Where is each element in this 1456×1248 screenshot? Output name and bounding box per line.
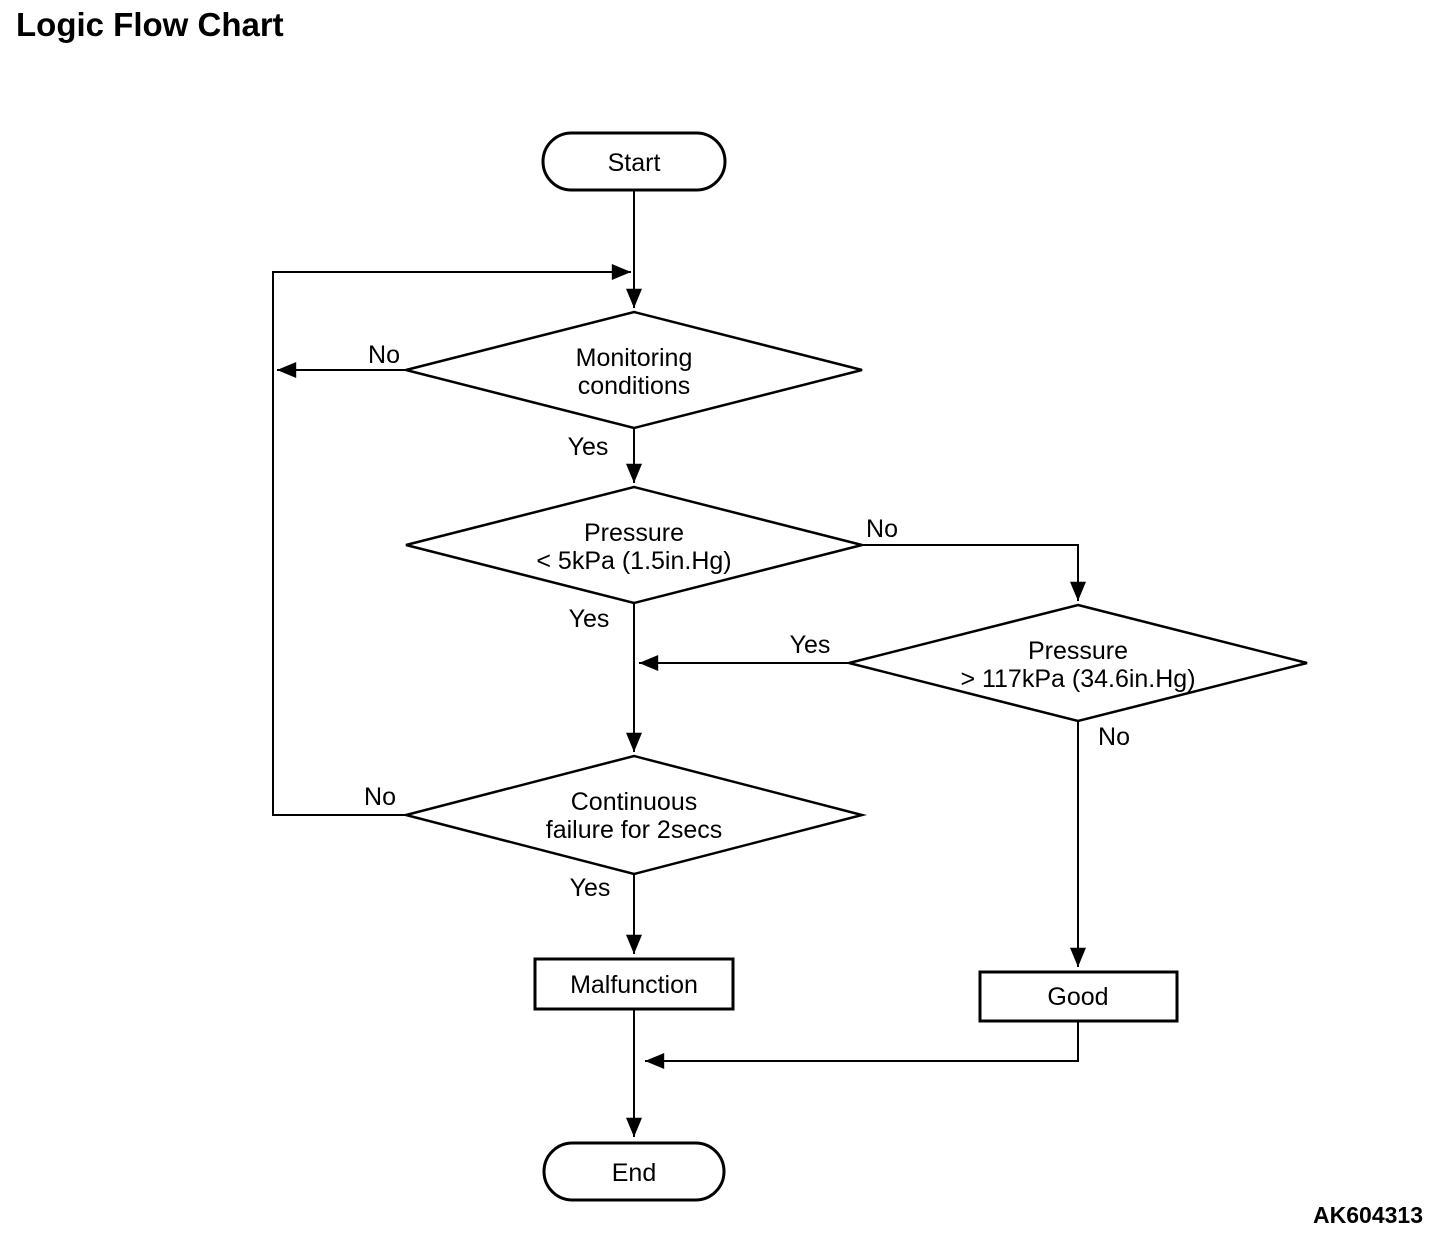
continuous-yes-label: Yes — [570, 874, 611, 902]
figure-code: AK604313 — [1313, 1202, 1423, 1228]
pressure-high-no-label: No — [1098, 723, 1130, 751]
end-label: End — [612, 1159, 656, 1187]
malfunction-node — [533, 957, 735, 1011]
continuous-no-label: No — [364, 783, 396, 811]
monitoring-no-label: No — [368, 341, 400, 369]
continuous-failure-label-line1: Continuous — [571, 788, 697, 816]
pressure-low-label-line2: < 5kPa (1.5in.Hg) — [536, 547, 731, 575]
start-node — [541, 131, 727, 192]
pressure-low-label-line1: Pressure — [584, 519, 684, 547]
page-title: Logic Flow Chart — [16, 6, 284, 43]
end-node — [542, 1141, 726, 1202]
monitoring-conditions-decision — [405, 310, 863, 430]
malfunction-label: Malfunction — [570, 971, 698, 999]
good-node — [978, 970, 1179, 1023]
pressure-high-label-line1: Pressure — [1028, 637, 1128, 665]
monitoring-conditions-label-line1: Monitoring — [576, 344, 693, 372]
continuous-failure-label-line2: failure for 2secs — [546, 816, 722, 844]
pressure-low-yes-label: Yes — [569, 605, 610, 633]
pressure-high-decision — [848, 603, 1308, 723]
edge-pressure-low-no — [862, 544, 1086, 601]
pressure-low-decision — [405, 485, 863, 605]
pressure-high-yes-label: Yes — [790, 631, 831, 659]
monitoring-conditions-label-line2: conditions — [578, 372, 691, 400]
continuous-failure-decision — [401, 754, 867, 876]
pressure-high-label-line2: > 117kPa (34.6in.Hg) — [960, 665, 1195, 693]
monitoring-yes-label: Yes — [568, 433, 609, 461]
pressure-low-no-label: No — [866, 515, 898, 543]
start-label: Start — [608, 149, 661, 177]
edge-loop-continuous-no-return — [272, 264, 631, 816]
edge-good-to-junction — [645, 1021, 1079, 1069]
good-label: Good — [1047, 983, 1108, 1011]
